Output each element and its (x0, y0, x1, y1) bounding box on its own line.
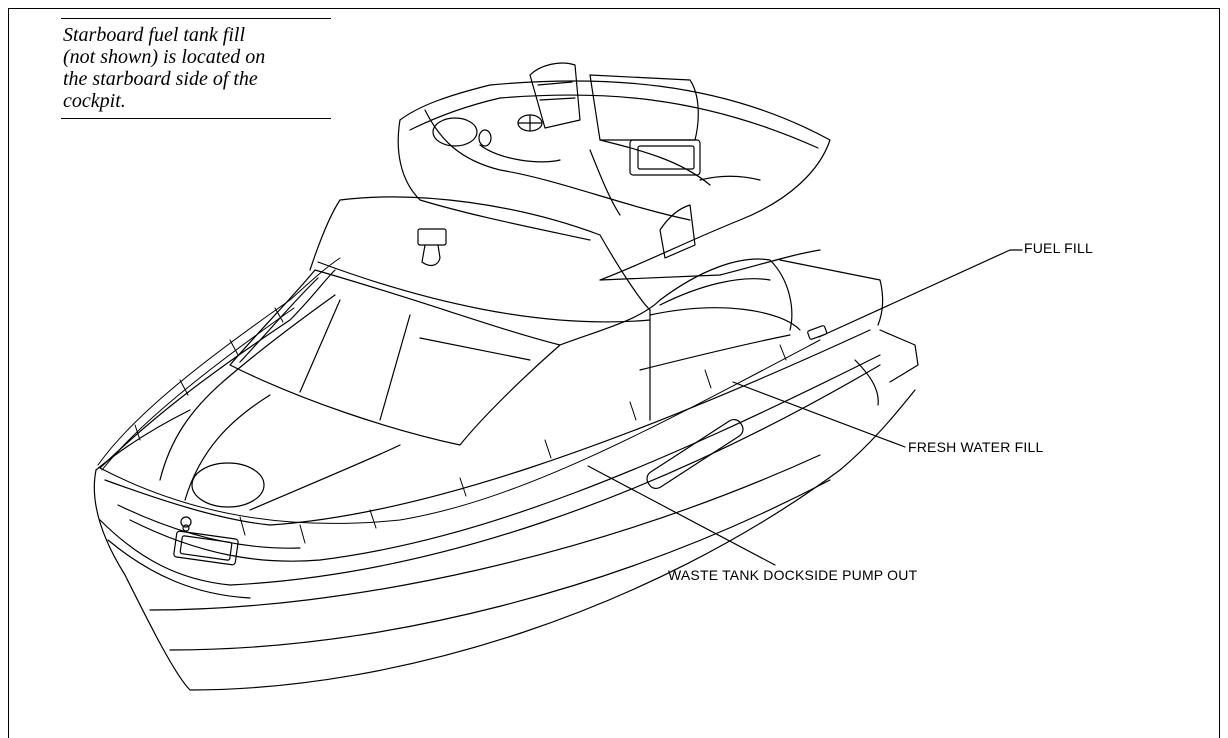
note-box: Starboard fuel tank fill (not shown) is … (61, 18, 331, 119)
note-line-1: Starboard fuel tank fill (63, 24, 246, 46)
cabin (229, 196, 801, 446)
fuel-fill-label: FUEL FILL (1024, 240, 1093, 256)
leader-lines (587, 249, 1023, 566)
foredeck (99, 269, 881, 566)
fuel-fill-port (807, 325, 828, 340)
hull (93, 329, 919, 691)
flybridge (397, 62, 884, 326)
fresh-water-fill-label: FRESH WATER FILL (908, 439, 1044, 455)
note-line-2: (not shown) is located on (63, 46, 266, 68)
note-line-3: the starboard side of the (63, 68, 258, 90)
diagram-frame (8, 8, 1220, 738)
note-line-4: cockpit. (63, 90, 126, 112)
waste-tank-pump-out-label: WASTE TANK DOCKSIDE PUMP OUT (668, 567, 918, 583)
